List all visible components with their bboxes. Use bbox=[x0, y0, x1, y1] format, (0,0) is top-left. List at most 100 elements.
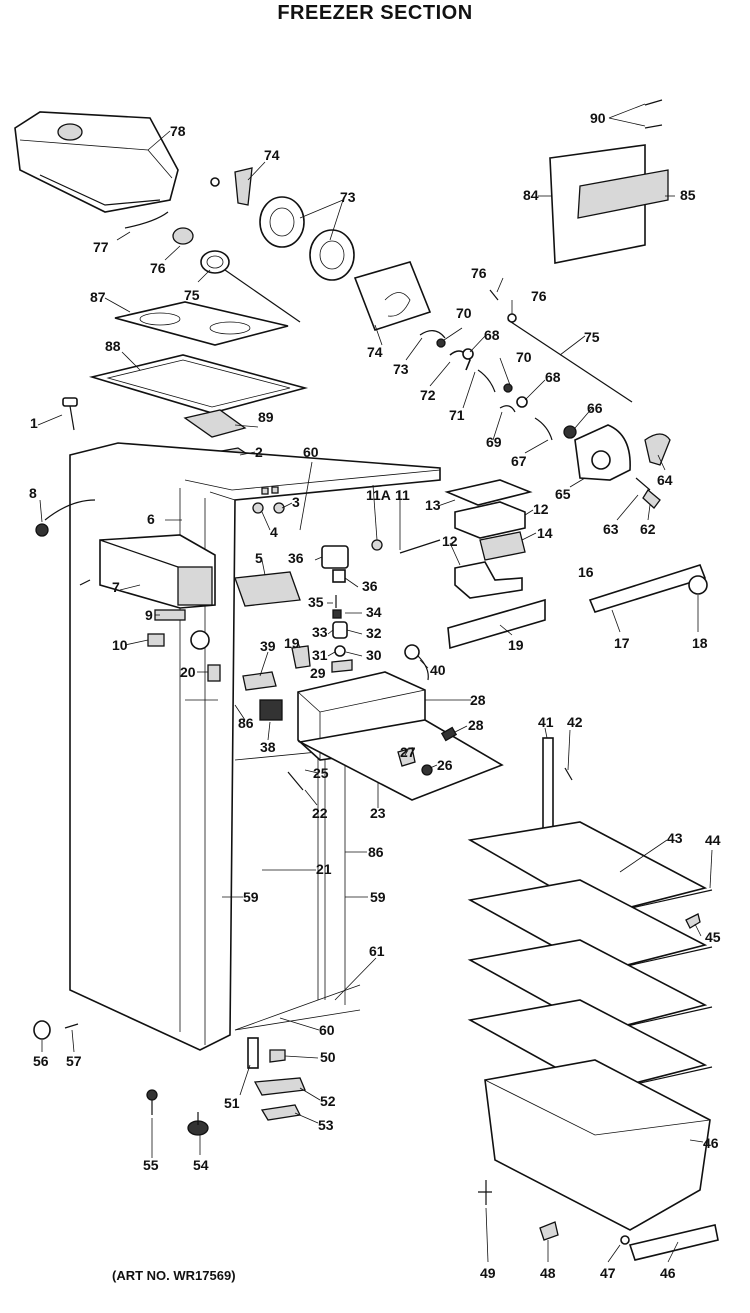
ice-bucket bbox=[14, 111, 179, 213]
label-28: 28 bbox=[470, 692, 486, 708]
label-43: 43 bbox=[667, 830, 683, 846]
label-51: 50 bbox=[320, 1049, 336, 1065]
label-70b: 70 bbox=[516, 349, 532, 365]
art-number: (ART NO. WR17569) bbox=[112, 1268, 236, 1283]
label-79: 74 bbox=[264, 147, 280, 163]
label-89: 89 bbox=[258, 409, 274, 425]
label-60a: 60 bbox=[303, 444, 319, 460]
label-30: 30 bbox=[366, 647, 382, 663]
label-69: 69 bbox=[486, 434, 502, 450]
label-74: 74 bbox=[367, 344, 383, 360]
label-37: 36 bbox=[362, 578, 378, 594]
label-22: 22 bbox=[312, 805, 328, 821]
shelf-rails bbox=[404, 564, 708, 681]
cover-plate bbox=[114, 301, 289, 346]
label-20: 20 bbox=[180, 664, 196, 680]
auger-assembly bbox=[172, 227, 301, 323]
label-1: 1 bbox=[30, 415, 38, 431]
label-21: 21 bbox=[316, 861, 332, 877]
label-54: 53 bbox=[318, 1117, 334, 1133]
label-24: 25 bbox=[313, 765, 329, 781]
bottom-hardware bbox=[33, 1020, 719, 1261]
label-72: 72 bbox=[420, 387, 436, 403]
label-16: 17 bbox=[614, 635, 630, 651]
label-55: 54 bbox=[193, 1157, 209, 1173]
label-48: 47 bbox=[600, 1265, 616, 1281]
label-13: 12 bbox=[533, 501, 549, 517]
label-83: 78 bbox=[170, 123, 186, 139]
label-63: 63 bbox=[603, 521, 619, 537]
label-12: 12 bbox=[442, 533, 458, 549]
label-18: 19 bbox=[508, 637, 524, 653]
label-61: 61 bbox=[369, 943, 385, 959]
label-10: 10 bbox=[112, 637, 128, 653]
label-8: 8 bbox=[29, 485, 37, 501]
bucket-rod bbox=[124, 211, 169, 229]
label-35: 35 bbox=[308, 594, 324, 610]
label-32: 32 bbox=[366, 625, 382, 641]
door-shelf-parts bbox=[549, 99, 669, 264]
label-90: 90 bbox=[590, 110, 606, 126]
label-57: 56 bbox=[33, 1053, 49, 1069]
label-9: 9 bbox=[145, 607, 153, 623]
shelves bbox=[467, 737, 713, 1093]
label-76: 76 bbox=[531, 288, 547, 304]
fan-bracket bbox=[353, 261, 432, 331]
basket bbox=[484, 1059, 711, 1231]
label-3: 3 bbox=[292, 494, 300, 510]
label-36: 36 bbox=[288, 550, 304, 566]
label-47: 46 bbox=[660, 1265, 676, 1281]
label-4: 4 bbox=[270, 524, 278, 540]
label-66: 66 bbox=[587, 400, 603, 416]
label-86a: 86 bbox=[238, 715, 254, 731]
label-41: 41 bbox=[538, 714, 554, 730]
control-components bbox=[207, 502, 353, 721]
label-68b: 68 bbox=[545, 369, 561, 385]
label-62: 62 bbox=[640, 521, 656, 537]
damper-motor bbox=[563, 424, 671, 509]
label-87: 87 bbox=[90, 289, 106, 305]
label-26: 27 bbox=[400, 744, 416, 760]
part-labels: 78 74 73 77 76 75 87 88 1 89 2 90 84 85 … bbox=[29, 110, 721, 1281]
label-59b: 59 bbox=[370, 889, 386, 905]
label-15: 14 bbox=[537, 525, 553, 541]
label-38: 38 bbox=[260, 739, 276, 755]
label-14: 13 bbox=[425, 497, 441, 513]
label-73: 73 bbox=[393, 361, 409, 377]
label-40: 40 bbox=[430, 662, 446, 678]
label-19: 19 bbox=[284, 635, 300, 651]
label-25: 26 bbox=[437, 757, 453, 773]
label-42: 42 bbox=[567, 714, 583, 730]
label-67: 67 bbox=[511, 453, 527, 469]
label-5: 5 bbox=[255, 550, 263, 566]
label-17: 18 bbox=[692, 635, 708, 651]
label-53: 52 bbox=[320, 1093, 336, 1109]
label-11A: 11A bbox=[366, 487, 391, 503]
label-31: 31 bbox=[312, 647, 328, 663]
label-33: 33 bbox=[312, 624, 328, 640]
diagram-title: FREEZER SECTION bbox=[277, 2, 473, 24]
control-housing bbox=[287, 671, 504, 801]
label-45: 45 bbox=[705, 929, 721, 945]
label-86b: 86 bbox=[368, 844, 384, 860]
label-60b: 60 bbox=[319, 1022, 335, 1038]
label-2: 2 bbox=[255, 444, 263, 460]
label-65: 65 bbox=[555, 486, 571, 502]
label-7: 7 bbox=[112, 579, 120, 595]
gasket bbox=[88, 354, 309, 414]
label-56: 55 bbox=[143, 1157, 159, 1173]
thermostat-parts bbox=[371, 479, 533, 599]
label-68a: 68 bbox=[484, 327, 500, 343]
fan-blades bbox=[210, 167, 355, 281]
label-58: 57 bbox=[66, 1053, 82, 1069]
label-39: 39 bbox=[260, 638, 276, 654]
damper-linkage bbox=[419, 289, 633, 441]
light-housing-assembly bbox=[35, 499, 216, 650]
label-78: 73 bbox=[340, 189, 356, 205]
label-82: 77 bbox=[93, 239, 109, 255]
label-44: 44 bbox=[705, 832, 721, 848]
label-6: 6 bbox=[147, 511, 155, 527]
label-16-screw: 16 bbox=[578, 564, 594, 580]
label-27: 28 bbox=[468, 717, 484, 733]
